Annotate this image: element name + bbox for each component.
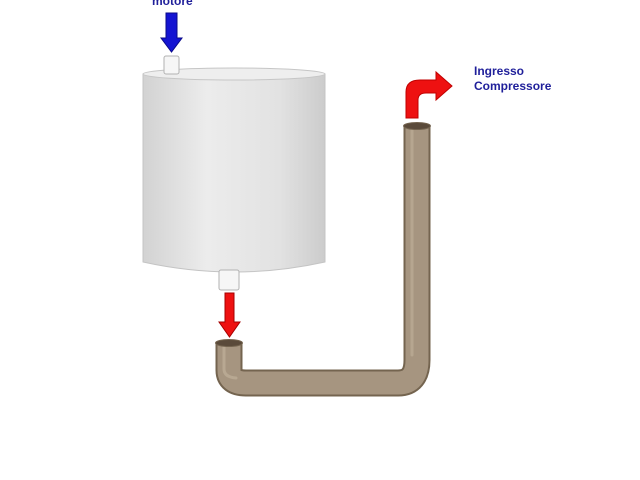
arrow-down-icon	[218, 292, 241, 338]
outlet-nozzle	[218, 269, 240, 291]
compressor-inlet-label: Ingresso Compressore	[474, 64, 551, 94]
arrow-down-icon	[160, 12, 183, 53]
suction-pipe	[215, 122, 431, 397]
inlet-nozzle	[163, 55, 180, 75]
motor-label: motore	[152, 0, 193, 8]
compressor-inlet-label-line1: Ingresso	[474, 64, 525, 78]
curved-arrow-right-icon	[405, 70, 453, 119]
pipe-outlet-opening	[403, 122, 431, 130]
tank	[142, 67, 326, 273]
compressor-inlet-label-line2: Compressore	[474, 79, 552, 93]
pipe-inlet-opening	[215, 339, 243, 347]
tank-top	[142, 67, 326, 81]
